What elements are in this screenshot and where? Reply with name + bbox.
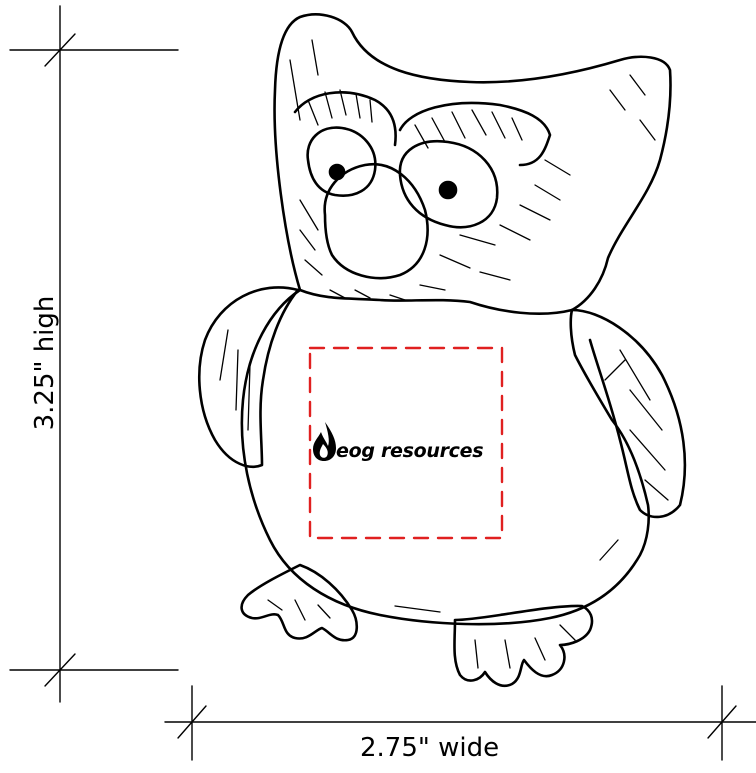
owl-left-wing — [197, 286, 300, 469]
flame-drop-icon — [313, 422, 336, 461]
width-dimension-line — [164, 685, 756, 761]
owl-left-eye — [306, 126, 377, 197]
height-dimension-line — [9, 5, 179, 703]
logo-text: eog resources — [336, 440, 484, 462]
owl-body-outline — [240, 288, 651, 626]
owl-left-foot — [240, 563, 359, 642]
owl-left-brow — [293, 91, 397, 147]
imprint-area-border — [308, 346, 504, 540]
eog-resources-logo: eog resources — [312, 418, 507, 468]
width-dimension-label: 2.75" wide — [360, 733, 500, 763]
height-dimension-label: 3.25" high — [30, 295, 60, 431]
owl-right-wing — [570, 308, 687, 519]
owl-right-brow — [398, 101, 552, 167]
owl-head-outline — [273, 13, 672, 315]
owl-beak — [323, 162, 429, 280]
owl-right-foot — [453, 604, 594, 688]
